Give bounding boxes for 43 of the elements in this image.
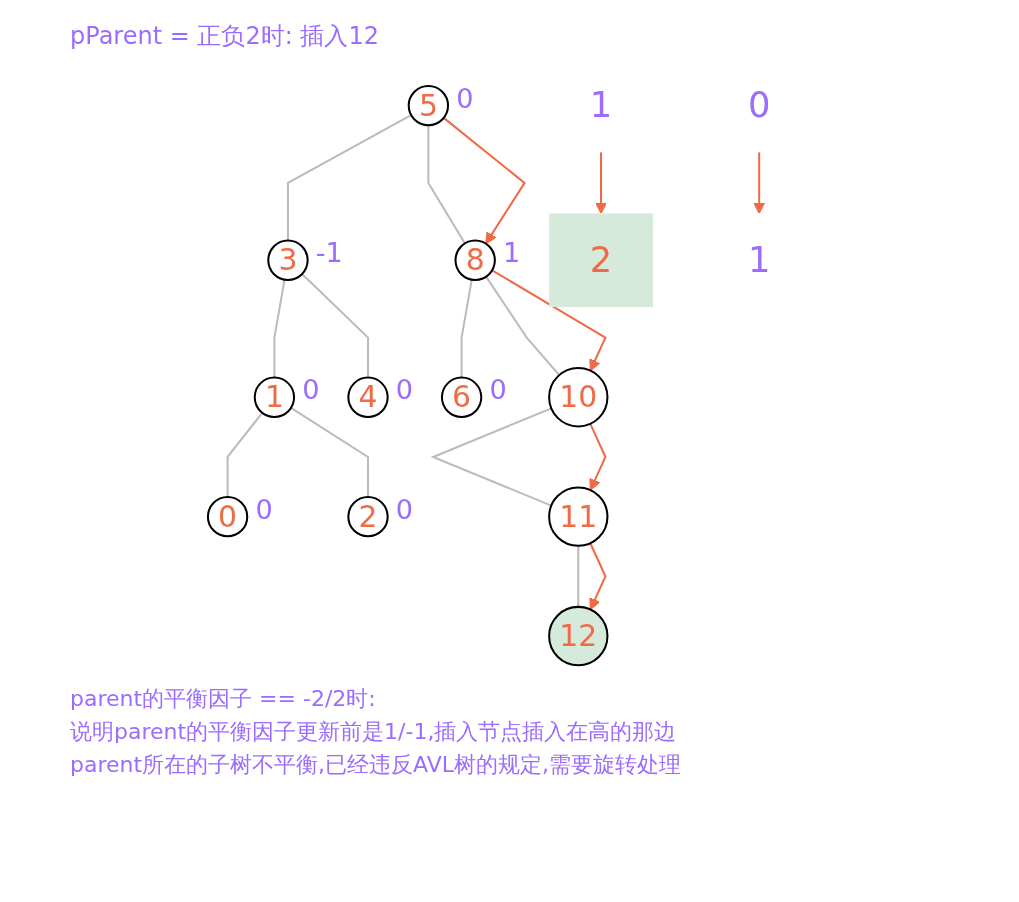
connector: [430, 407, 552, 507]
node-circle: 10: [548, 367, 609, 428]
node-circle: 3: [267, 239, 309, 281]
arrow: [443, 117, 526, 245]
connector: [301, 273, 369, 378]
note-text: parent的平衡因子 == -2/2时:: [70, 685, 377, 713]
node-circle: 12: [548, 605, 609, 667]
arrow: [589, 423, 607, 491]
connector: [485, 276, 560, 376]
node-text: 0: [747, 84, 771, 126]
connector: [290, 407, 369, 497]
node-circle: 0: [206, 495, 249, 538]
title: pParent = 正负2时: 插入12: [70, 21, 380, 52]
connector: [226, 412, 264, 497]
node-text: 1: [747, 239, 771, 280]
connector: [273, 279, 286, 378]
node-box: 2: [549, 213, 653, 308]
node-circle: 5: [407, 84, 450, 127]
node-circle: 1: [253, 376, 296, 418]
node-circle: 11: [548, 486, 609, 547]
balance-factor: 0: [302, 374, 320, 406]
node-circle: 4: [347, 376, 389, 418]
balance-factor: -1: [315, 237, 343, 269]
arrow: [589, 542, 607, 611]
node-circle: 2: [347, 495, 389, 538]
node-text: 1: [589, 84, 613, 126]
connector: [460, 279, 473, 378]
connector: [577, 545, 580, 607]
node-circle: 8: [454, 239, 496, 281]
balance-factor: 0: [255, 493, 273, 525]
balance-factor: 0: [395, 374, 414, 406]
node-circle: 6: [440, 376, 483, 418]
arrow: [595, 152, 607, 214]
balance-factor: 0: [456, 82, 474, 114]
connector: [427, 125, 466, 244]
balance-factor: 1: [503, 237, 521, 269]
balance-factor: 0: [489, 374, 507, 406]
arrow: [491, 269, 607, 372]
balance-factor: 0: [395, 493, 414, 525]
note-text: 说明parent的平衡因子更新前是1/-1,插入节点插入在高的那边: [70, 718, 678, 746]
note-text: parent所在的子树不平衡,已经违反AVL树的规定,需要旋转处理: [70, 751, 683, 779]
arrow: [753, 152, 766, 214]
connector: [286, 114, 412, 241]
